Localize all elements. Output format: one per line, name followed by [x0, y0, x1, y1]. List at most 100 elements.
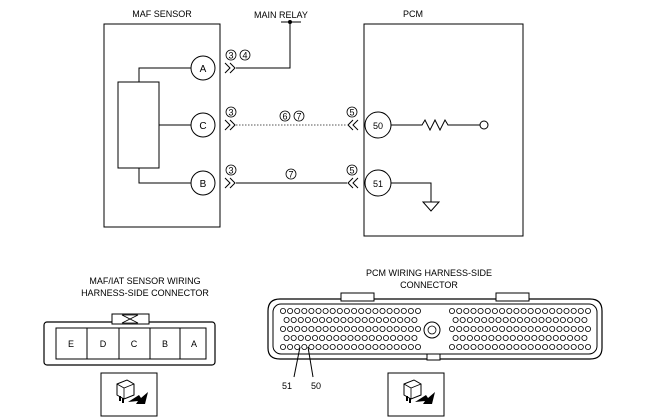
pcm-pin-hole [382, 334, 389, 341]
pcm-pin-hole [581, 334, 588, 341]
pcm-pin-hole [585, 307, 592, 314]
pcm-pin-hole [556, 343, 563, 350]
pcm-pin-hole [333, 334, 340, 341]
pcm-pin-hole [283, 316, 290, 323]
svg-text:A: A [200, 64, 207, 75]
pcm-pin-hole [499, 343, 506, 350]
connector-mark-b-7: 7 [285, 168, 297, 180]
pcm-pin-hole [382, 316, 389, 323]
pcm-pin-hole [354, 334, 361, 341]
pcm-pin-hole [502, 316, 509, 323]
pcm-pin-hole [463, 343, 470, 350]
pcm-pin-hole [470, 343, 477, 350]
pcm-pin-hole [538, 316, 545, 323]
pcm-pin-hole [538, 334, 545, 341]
pcm-pin-hole [563, 343, 570, 350]
pcm-pin-hole [563, 325, 570, 332]
pcm-pin-hole [279, 325, 286, 332]
pcm-pin-hole [470, 325, 477, 332]
pcm-pin-hole [477, 325, 484, 332]
pcm-pin-hole [520, 343, 527, 350]
connector-mark-c-6: 6 [279, 110, 291, 122]
callout-line-50 [307, 346, 314, 378]
maf-connector-chevrons [224, 62, 236, 189]
pcm-pin-hole [563, 307, 570, 314]
pcm-pin-hole [484, 325, 491, 332]
pcm-pin-hole [459, 316, 466, 323]
pcm-pin-hole [517, 334, 524, 341]
pcm-pin-hole [311, 316, 318, 323]
pcm-pin-hole [311, 334, 318, 341]
pcm-pin-hole [322, 325, 329, 332]
pcm-pin-hole [329, 307, 336, 314]
pcm-pin-hole [340, 316, 347, 323]
pcm-pin-hole [484, 307, 491, 314]
pcm-pin-hole [368, 316, 375, 323]
svg-text:7: 7 [296, 112, 301, 122]
pcm-title: PCM [403, 9, 423, 19]
pcm-pin-hole [400, 307, 407, 314]
pcm-pin-hole [308, 343, 315, 350]
pcm-pin-hole [570, 325, 577, 332]
pcm-pin-hole [513, 325, 520, 332]
pcm-pin-hole [386, 307, 393, 314]
pcm-pin-hole [393, 307, 400, 314]
pcm-pin-hole [527, 307, 534, 314]
pcm-pin-hole [304, 316, 311, 323]
pcm-pin-hole [411, 316, 418, 323]
pcm-connector-title-line2: CONNECTOR [400, 280, 458, 290]
pcm-pin-hole [581, 316, 588, 323]
maf-terminal-c: C [190, 112, 216, 138]
pcm-pin-hole [495, 316, 502, 323]
pcm-pin-hole [477, 307, 484, 314]
pcm-pin-hole [448, 343, 455, 350]
pcm-connector-title-line1: PCM WIRING HARNESS-SIDE [366, 268, 492, 278]
pcm-pin-hole [456, 325, 463, 332]
maf-harness-connector [43, 313, 216, 366]
pcm-pin-hole [315, 325, 322, 332]
svg-text:51: 51 [373, 179, 383, 189]
pcm-pin-hole [336, 343, 343, 350]
pcm-pin-hole [531, 334, 538, 341]
pcm-pin-hole [315, 343, 322, 350]
pcm-pin-hole [567, 316, 574, 323]
callout-label-51: 51 [282, 381, 292, 391]
pcm-pin-hole [329, 325, 336, 332]
pcm-pin-hole [361, 316, 368, 323]
pcm-pin-hole [336, 307, 343, 314]
pcm-pin-hole [287, 325, 294, 332]
pcm-pin-hole [577, 307, 584, 314]
pcm-pin-hole [294, 343, 301, 350]
callout-line-51 [293, 346, 301, 378]
pcm-pin-hole [527, 325, 534, 332]
pcm-pin-hole [414, 307, 421, 314]
wire-terminal-a-to-main-relay [236, 22, 291, 69]
pcm-pin-hole [365, 325, 372, 332]
pcm-pin-hole [463, 325, 470, 332]
pcm-pin-hole [448, 307, 455, 314]
pcm-pin-hole [513, 343, 520, 350]
pcm-pin-hole [407, 343, 414, 350]
pcm-pin-hole [549, 307, 556, 314]
maf-sensor-title: MAF SENSOR [132, 9, 192, 19]
pcm-pin-hole [343, 325, 350, 332]
pcm-pin-hole [347, 316, 354, 323]
svg-text:3: 3 [228, 166, 233, 176]
pcm-pin-hole [414, 343, 421, 350]
pcm-pin-hole [574, 334, 581, 341]
pcm-pin-hole [308, 307, 315, 314]
pcm-pin-hole [513, 307, 520, 314]
pcm-pin-hole [343, 343, 350, 350]
pcm-pin-hole [585, 343, 592, 350]
pcm-terminal-50: 50 [364, 111, 392, 139]
pcm-pin-hole [304, 334, 311, 341]
pcm-pin-hole [390, 316, 397, 323]
pcm-pin-hole [411, 334, 418, 341]
pcm-pin-hole [488, 334, 495, 341]
pcm-pin-hole [414, 325, 421, 332]
pcm-pin-hole [279, 343, 286, 350]
svg-text:4: 4 [242, 51, 247, 61]
pcm-pin-hole [333, 316, 340, 323]
pcm-pin-hole [570, 307, 577, 314]
pcm-pin-hole [386, 343, 393, 350]
